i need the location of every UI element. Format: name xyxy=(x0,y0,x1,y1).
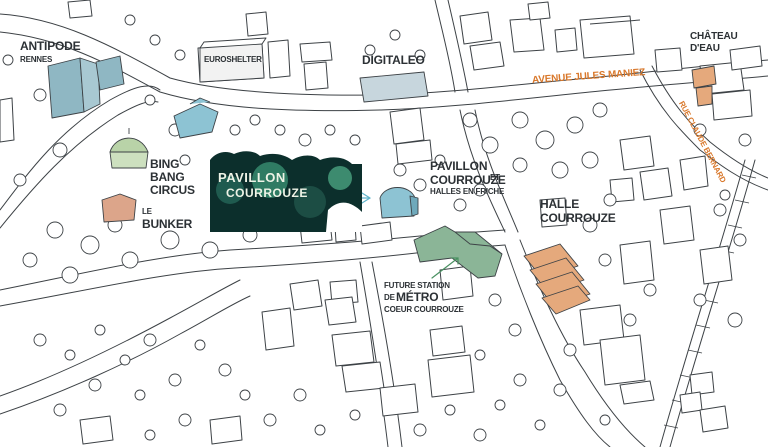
chateau-label-2: D'EAU xyxy=(690,43,720,54)
north-lane-right xyxy=(447,0,469,93)
bunker-prefix-label: LE xyxy=(142,207,152,216)
pavillon-label-3: HALLES EN FRICHE xyxy=(430,187,505,196)
bing-label-2: BANG xyxy=(150,170,185,184)
chateau-label-1: CHÂTEAU xyxy=(690,31,738,42)
metro-label-3: COEUR COURROUZE xyxy=(384,305,464,314)
metro-label-1: FUTURE STATION xyxy=(384,281,450,290)
bing-label-1: BING xyxy=(150,157,180,171)
east-road-west-edge xyxy=(504,244,611,447)
metro-arrow xyxy=(431,257,459,279)
photo-title-line1: PAVILLON xyxy=(218,170,286,185)
rennes-label: RENNES xyxy=(20,55,53,64)
trees xyxy=(2,14,752,442)
euroshelter-label: EUROSHELTER xyxy=(204,55,262,64)
middle-lane-left xyxy=(459,109,506,233)
digitaleo-label: DIGITALEO xyxy=(362,53,425,67)
halle-label-2: COURROUZE xyxy=(540,211,616,225)
east-top-lane xyxy=(639,69,768,191)
middle-lane-right xyxy=(474,109,519,233)
south-west-road-a xyxy=(0,279,241,397)
chateau-eau-tower xyxy=(691,65,717,107)
halle-courrouze-building xyxy=(523,243,591,315)
bing-label-3: CIRCUS xyxy=(150,183,195,197)
south-lane-a xyxy=(359,261,389,447)
highlighted-buildings xyxy=(47,43,717,315)
metro-station-building xyxy=(413,225,503,279)
pavillon-label-2: COURROUZE xyxy=(430,173,506,187)
antipode-building xyxy=(47,55,125,119)
pavillon-photo: PAVILLON COURROUZE xyxy=(210,150,362,232)
metro-prefix-label: DE xyxy=(384,293,395,302)
pavillon-et-label: ET xyxy=(490,173,500,182)
south-west-road-b xyxy=(0,295,251,415)
metro-label-2: MÉTRO xyxy=(396,290,439,304)
bunker-building xyxy=(101,193,137,223)
south-lane-b xyxy=(371,261,403,447)
antipode-label: ANTIPODE xyxy=(20,39,81,53)
halles-friche xyxy=(173,97,219,139)
digitaleo-building xyxy=(359,71,429,103)
pavillon-label-1: PAVILLON xyxy=(430,159,488,173)
halle-label-1: HALLE xyxy=(540,197,579,211)
north-lane-left xyxy=(434,0,456,93)
east-top-lane-b xyxy=(651,65,768,179)
east-road-east-edge xyxy=(519,239,646,447)
pavillon-building xyxy=(379,187,419,219)
circus-tent xyxy=(109,128,149,169)
photo-title-line2: COURROUZE xyxy=(226,186,308,200)
euroshelter-building-tint xyxy=(199,43,265,83)
bunker-label: BUNKER xyxy=(142,217,193,231)
